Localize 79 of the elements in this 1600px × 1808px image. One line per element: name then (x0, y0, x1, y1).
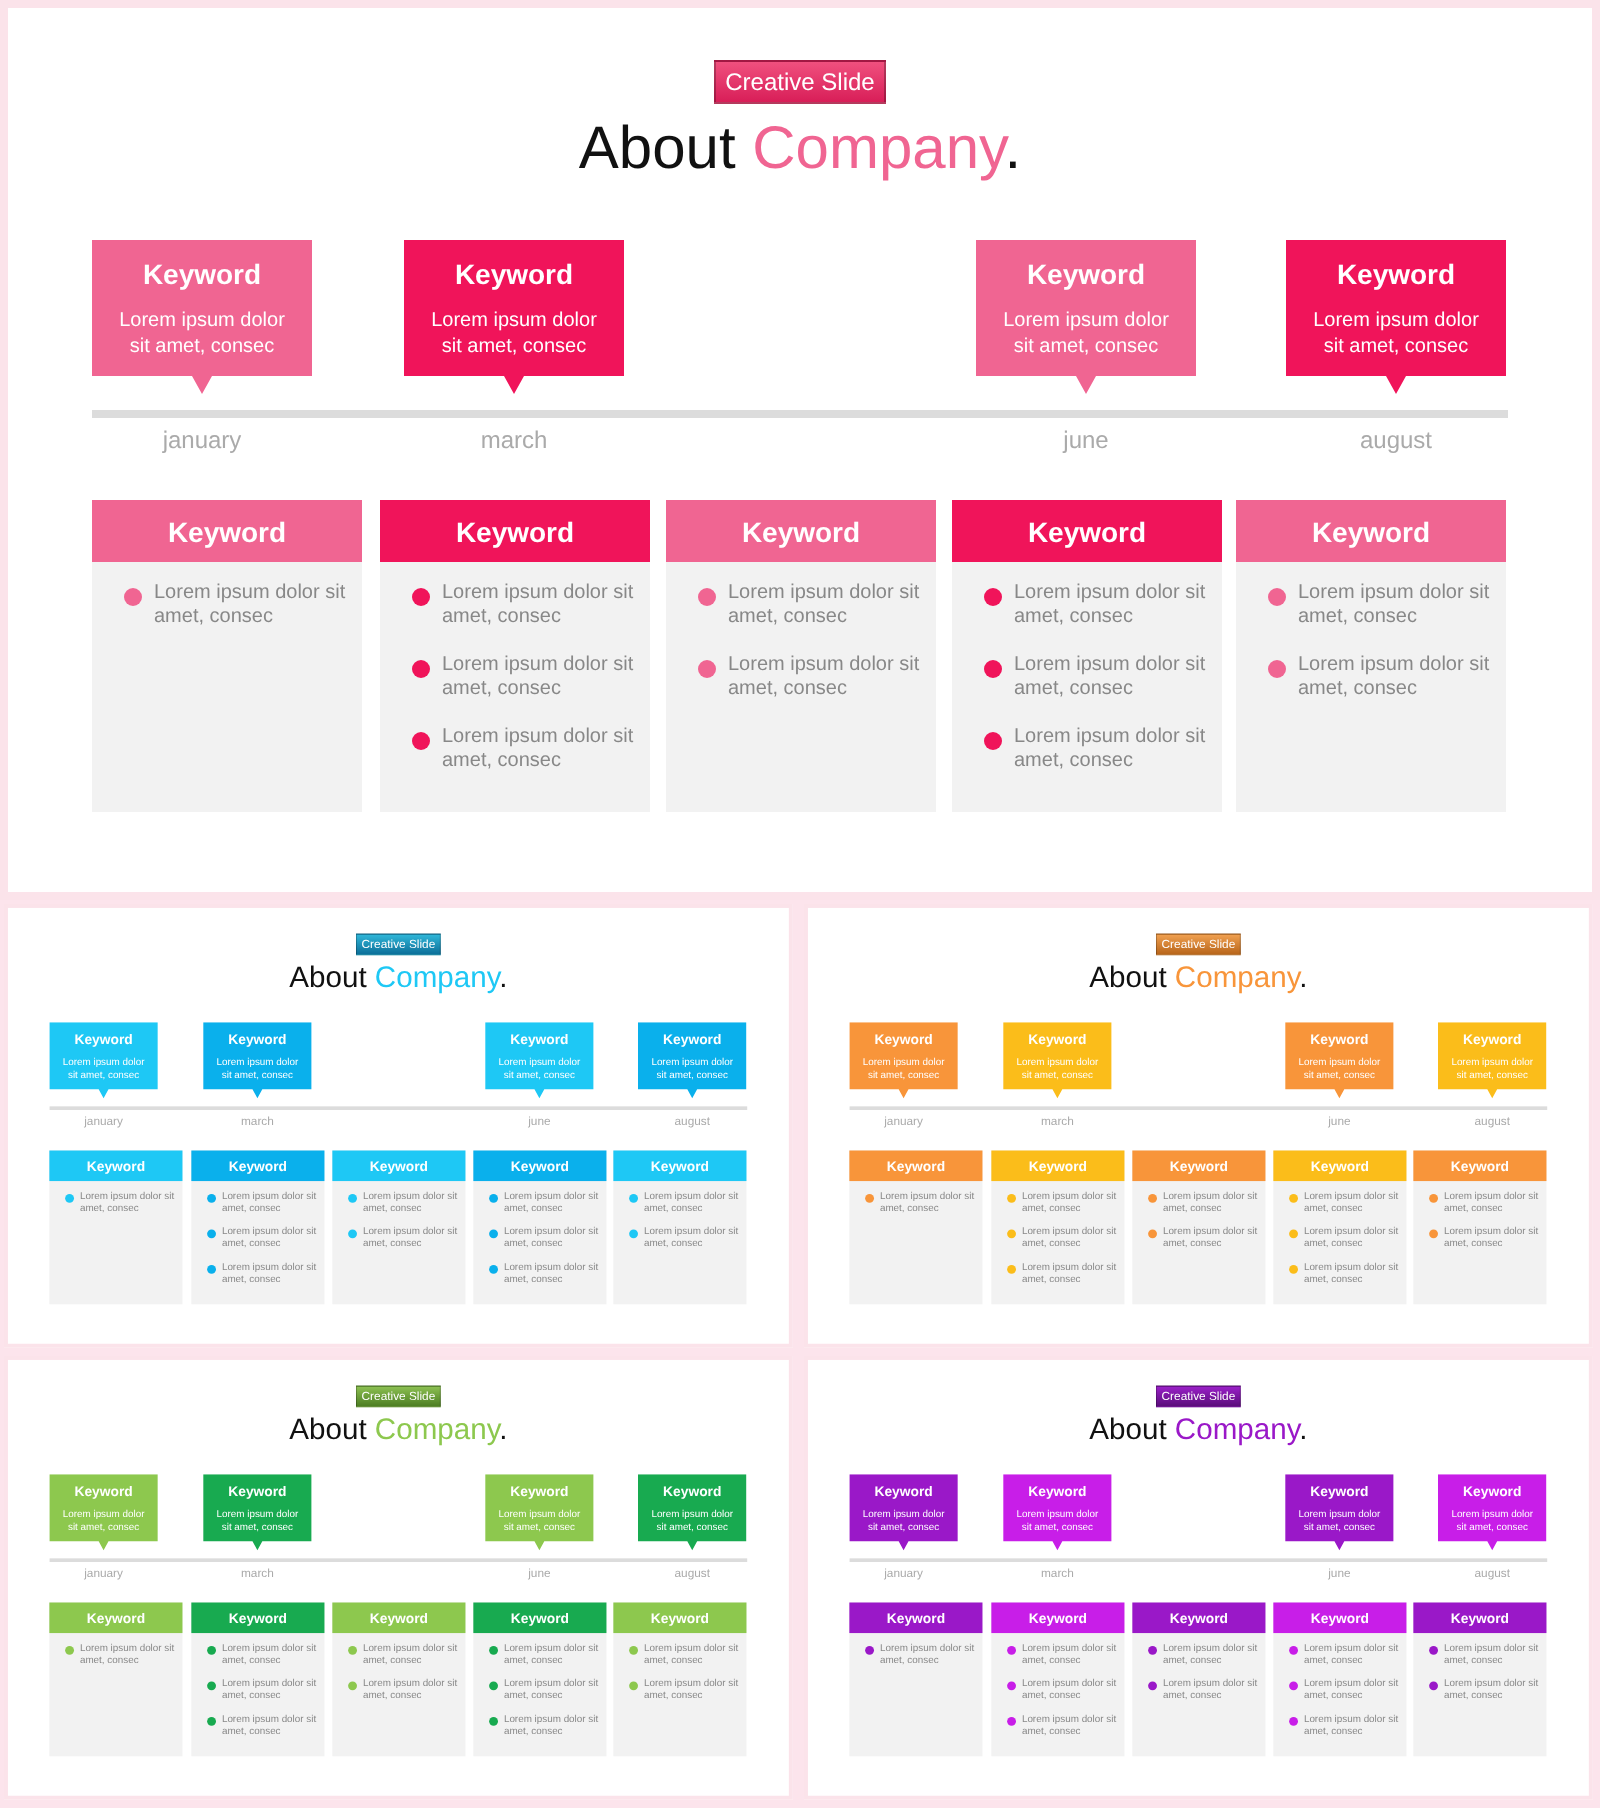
callout-box (1285, 1474, 1394, 1552)
callout-box (1438, 1022, 1547, 1100)
keyword-card (952, 500, 1222, 812)
callout-text: Lorem ipsum dolor sit amet, consec (1311, 308, 1481, 360)
callout-box (1285, 1022, 1394, 1100)
callout-box (976, 240, 1196, 396)
bullet-text: Lorem ipsum dolor sit amet, consec (1014, 582, 1208, 630)
keyword-card (1236, 500, 1506, 812)
callout-heading: Keyword (140, 258, 264, 290)
keyword-card (92, 500, 362, 812)
callout-box (1003, 1022, 1112, 1100)
keyword-card (849, 1602, 983, 1757)
keyword-card (1132, 1602, 1266, 1757)
keyword-card (666, 500, 936, 812)
callout-box (849, 1022, 958, 1100)
keyword-card (332, 1602, 466, 1757)
keyword-card (1273, 1150, 1407, 1305)
callout-box (638, 1474, 747, 1552)
keyword-card (49, 1602, 183, 1757)
keyword-card (380, 500, 650, 812)
card-header: Keyword (666, 500, 936, 562)
keyword-card (849, 1150, 983, 1305)
bullet-text: Lorem ipsum dolor sit amet, consec (1298, 582, 1492, 630)
keyword-card (49, 1150, 183, 1305)
slide-title: About Company. (1087, 961, 1310, 995)
keyword-card (473, 1602, 607, 1757)
card-header: Keyword (92, 500, 362, 562)
callout-box (92, 240, 312, 396)
callout-box (485, 1474, 594, 1552)
callout-box (1286, 240, 1506, 396)
callout-box (49, 1022, 158, 1100)
bullet-text: Lorem ipsum dolor sit amet, consec (154, 582, 348, 630)
keyword-card (613, 1150, 747, 1305)
bullet-text: Lorem ipsum dolor sit amet, consec (442, 654, 636, 702)
keyword-card (1273, 1602, 1407, 1757)
callout-box (1003, 1474, 1112, 1552)
bullet-text: Lorem ipsum dolor sit amet, consec (442, 726, 636, 774)
callout-box (1438, 1474, 1547, 1552)
callout-box (485, 1022, 594, 1100)
keyword-card (1413, 1602, 1547, 1757)
keyword-card (991, 1602, 1125, 1757)
slide-title: About Company. (287, 1413, 510, 1447)
bullet-text: Lorem ipsum dolor sit amet, consec (442, 582, 636, 630)
keyword-card (332, 1150, 466, 1305)
callout-box (638, 1022, 747, 1100)
card-header: Keyword (1236, 500, 1506, 562)
card-header: Keyword (952, 500, 1222, 562)
callout-heading: Keyword (1024, 258, 1148, 290)
bullet-text: Lorem ipsum dolor sit amet, consec (1298, 654, 1492, 702)
badge: Creative Slide (714, 60, 886, 104)
month-label: august (1357, 426, 1435, 454)
month-label: january (160, 426, 244, 454)
keyword-card (613, 1602, 747, 1757)
keyword-card (191, 1150, 325, 1305)
bullet-text: Lorem ipsum dolor sit amet, consec (1014, 726, 1208, 774)
callout-box (404, 240, 624, 396)
slide-title: About Company. (1087, 1413, 1310, 1447)
callout-text: Lorem ipsum dolor sit amet, consec (1001, 308, 1171, 360)
keyword-card (191, 1602, 325, 1757)
callout-text: Lorem ipsum dolor sit amet, consec (117, 308, 287, 360)
bullet-text: Lorem ipsum dolor sit amet, consec (1014, 654, 1208, 702)
bullet-text: Lorem ipsum dolor sit amet, consec (728, 654, 922, 702)
month-label: march (478, 426, 550, 454)
callout-box (49, 1474, 158, 1552)
slide-title: About Company. (287, 961, 510, 995)
callout-heading: Keyword (452, 258, 576, 290)
keyword-card (991, 1150, 1125, 1305)
callout-box (849, 1474, 958, 1552)
month-label: june (1060, 426, 1111, 454)
card-header: Keyword (380, 500, 650, 562)
bullet-text: Lorem ipsum dolor sit amet, consec (728, 582, 922, 630)
callout-heading: Keyword (1334, 258, 1458, 290)
callout-text: Lorem ipsum dolor sit amet, consec (429, 308, 599, 360)
keyword-card (1413, 1150, 1547, 1305)
keyword-card (473, 1150, 607, 1305)
keyword-card (1132, 1150, 1266, 1305)
slide-title: About Company. (576, 116, 1024, 184)
callout-box (203, 1474, 312, 1552)
callout-box (203, 1022, 312, 1100)
